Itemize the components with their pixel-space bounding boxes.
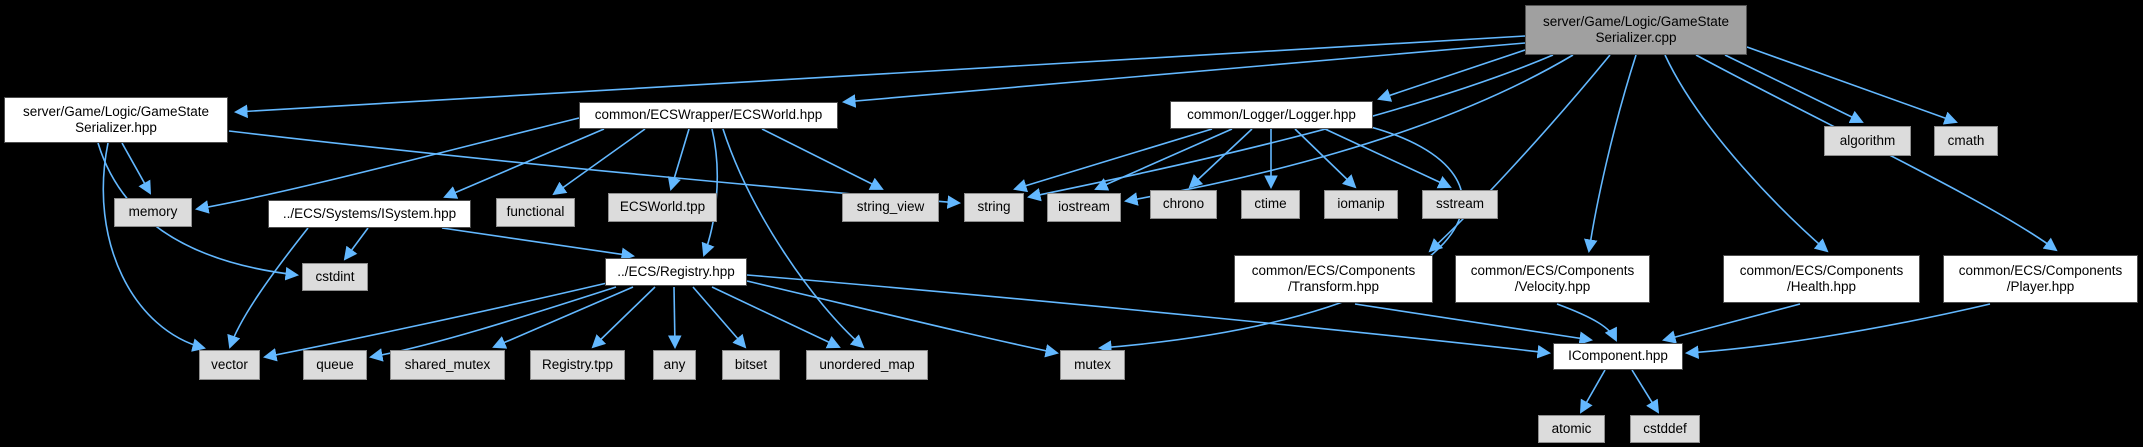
edge-logger-iostream	[1094, 128, 1233, 191]
node-string-view: string_view	[842, 193, 939, 222]
node-mutex: mutex	[1060, 350, 1125, 380]
edge-registry-shared_mutex	[492, 286, 634, 349]
edge-transform-icomponent	[1354, 303, 1594, 345]
node-atomic: atomic	[1538, 415, 1605, 443]
edge-ecsworld-string_view	[761, 128, 884, 190]
node-chrono: chrono	[1150, 190, 1217, 219]
edge-ecsworld-functional	[552, 128, 646, 196]
node-cstdint: cstdint	[302, 263, 368, 291]
node-queue: queue	[303, 350, 367, 380]
edge-logger-sstream	[1324, 128, 1452, 189]
node-unordered-map: unordered_map	[806, 350, 928, 380]
node-shared-mutex: shared_mutex	[390, 350, 505, 380]
edge-hpp-cstdint	[97, 142, 300, 281]
edge-cpp-transform	[1428, 54, 1611, 253]
edge-ecsworld-registry	[701, 128, 719, 257]
edge-player-icomponent	[1684, 303, 1991, 360]
node-vector: vector	[199, 350, 260, 380]
node-ctime: ctime	[1241, 190, 1300, 219]
edge-logger-mutex	[1097, 124, 1464, 354]
node-memory: memory	[114, 198, 192, 227]
edge-ecsworld-unordered_map	[722, 128, 865, 349]
edge-registry-vector	[262, 282, 608, 362]
edge-registry-unordered_map	[711, 286, 841, 349]
node-health-hpp[interactable]: common/ECS/Components /Health.hpp	[1723, 255, 1920, 303]
node-cstddef: cstddef	[1630, 415, 1700, 443]
edge-cpp-velocity	[1584, 54, 1637, 254]
node-bitset: bitset	[722, 350, 780, 380]
node-icomponent-hpp[interactable]: IComponent.hpp	[1553, 343, 1683, 370]
edge-icomponent-atomic	[1579, 369, 1606, 414]
node-any: any	[653, 350, 696, 380]
node-registry-tpp: Registry.tpp	[530, 350, 625, 380]
edge-isystem-vector	[227, 227, 309, 349]
node-isystem-hpp[interactable]: ../ECS/Systems/ISystem.hpp	[268, 200, 471, 228]
node-string: string	[964, 193, 1024, 222]
node-velocity-hpp[interactable]: common/ECS/Components /Velocity.hpp	[1455, 255, 1650, 303]
node-ecsworld-hpp[interactable]: common/ECSWrapper/ECSWorld.hpp	[579, 102, 838, 129]
node-player-hpp[interactable]: common/ECS/Components /Player.hpp	[1943, 255, 2138, 303]
edge-isystem-registry	[441, 227, 636, 262]
edge-velocity-icomponent	[1556, 303, 1617, 342]
edge-health-icomponent	[1662, 303, 1801, 344]
edge-cpp-algorithm	[1724, 54, 1864, 124]
edge-isystem-cstdint	[343, 227, 369, 261]
node-gamestate-serializer-cpp: server/Game/Logic/GameState Serializer.c…	[1525, 5, 1747, 55]
edge-logger-chrono	[1188, 128, 1253, 189]
node-algorithm: algorithm	[1824, 126, 1911, 156]
node-functional: functional	[496, 198, 575, 227]
node-iomanip: iomanip	[1324, 190, 1398, 219]
node-registry-hpp[interactable]: ../ECS/Registry.hpp	[605, 258, 747, 286]
edge-cpp-hpp	[233, 35, 1526, 119]
node-cmath: cmath	[1934, 126, 1998, 156]
node-ecsworld-tpp: ECSWorld.tpp	[608, 193, 717, 222]
edge-registry-registry_tpp	[591, 286, 656, 349]
edge-cpp-string	[1027, 54, 1554, 202]
edge-registry-any	[668, 286, 682, 350]
edge-cpp-ecsworld	[841, 42, 1526, 108]
edge-cpp-logger	[1377, 49, 1526, 102]
edge-registry-icomponent	[746, 274, 1552, 359]
node-gamestate-serializer-hpp[interactable]: server/Game/Logic/GameState Serializer.h…	[4, 97, 228, 143]
edge-cpp-health	[1664, 54, 1829, 253]
node-iostream: iostream	[1047, 193, 1121, 222]
edge-cpp-player	[1695, 54, 2058, 252]
edge-registry-queue	[368, 286, 617, 362]
edge-registry-mutex	[746, 280, 1060, 358]
edge-logger-string	[1013, 128, 1213, 193]
node-logger-hpp[interactable]: common/Logger/Logger.hpp	[1170, 101, 1373, 129]
edge-ecsworld-memory	[194, 117, 580, 214]
edge-ecsworld-isystem	[443, 128, 605, 199]
edge-hpp-vector	[102, 142, 206, 352]
edge-hpp-memory	[121, 142, 151, 195]
node-transform-hpp[interactable]: common/ECS/Components /Transform.hpp	[1234, 255, 1433, 303]
node-sstream: sstream	[1422, 190, 1498, 219]
edge-logger-iomanip	[1294, 128, 1357, 189]
edge-cpp-cmath	[1746, 46, 1958, 125]
edge-icomponent-cstddef	[1631, 369, 1660, 414]
edge-ecsworld-ecsworld_tpp	[667, 128, 690, 191]
edge-registry-bitset	[692, 286, 747, 349]
